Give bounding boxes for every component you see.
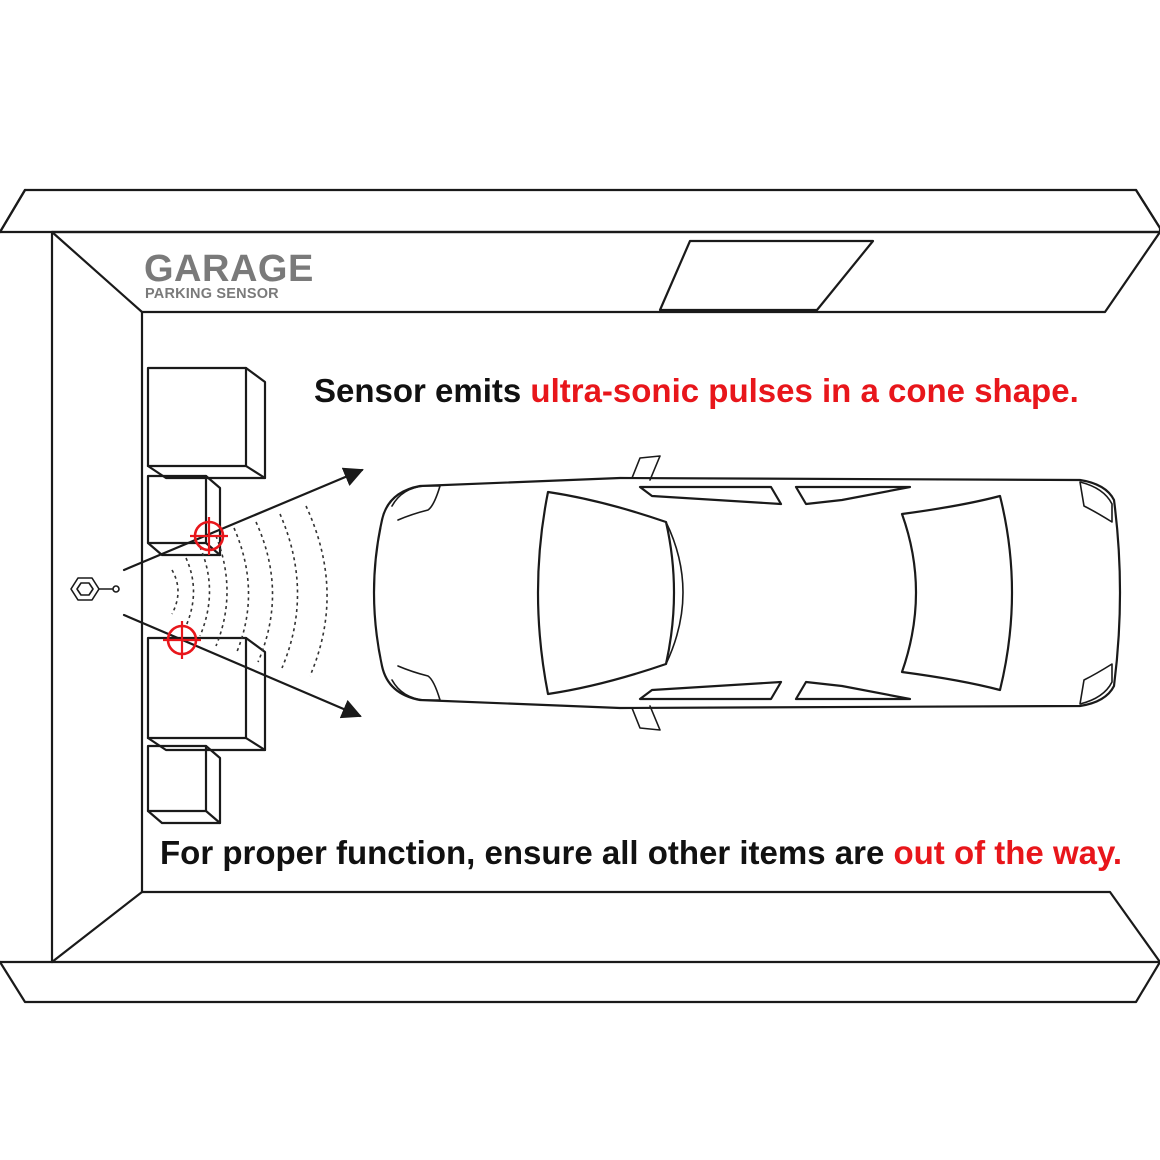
taillight-top bbox=[1079, 481, 1113, 523]
caption-top: Sensor emits ultra-sonic pulses in a con… bbox=[314, 372, 1079, 409]
garage-door bbox=[658, 239, 875, 312]
crosshair-target-icon-upper bbox=[190, 517, 228, 555]
box-4 bbox=[146, 744, 222, 825]
caption-top-highlight: ultra-sonic pulses in a cone shape. bbox=[530, 372, 1078, 409]
front-window-bottom bbox=[638, 680, 783, 701]
ultrasonic-waves bbox=[171, 505, 328, 677]
headlight-left-top bbox=[391, 485, 441, 521]
top-wall-lower-edge bbox=[50, 230, 1160, 314]
bottom-wall-cap bbox=[0, 960, 1160, 1004]
rear-window-bottom bbox=[794, 680, 912, 701]
taillight-bottom bbox=[1079, 663, 1113, 705]
bottom-left-corner bbox=[50, 890, 144, 964]
top-wall-left-bevel bbox=[0, 188, 27, 234]
arrow-icon-lower bbox=[122, 613, 362, 719]
logo: GARAGE PARKING SENSOR bbox=[144, 248, 314, 302]
mirror-bottom bbox=[631, 705, 661, 731]
bottom-wall-upper-edge bbox=[140, 890, 1160, 964]
sensor-icon bbox=[70, 577, 120, 601]
logo-title: GARAGE bbox=[144, 248, 314, 290]
storage-boxes bbox=[146, 366, 267, 825]
caption-top-plain: Sensor emits bbox=[314, 372, 530, 409]
box-1 bbox=[146, 366, 267, 480]
caption-bottom: For proper function, ensure all other it… bbox=[160, 834, 1122, 871]
arrow-icon-upper bbox=[122, 467, 364, 572]
windshield bbox=[536, 490, 676, 696]
top-wall-right-bevel bbox=[1134, 188, 1160, 230]
logo-subtitle: PARKING SENSOR bbox=[145, 286, 279, 302]
caption-bottom-highlight: out of the way. bbox=[893, 834, 1122, 871]
hood-line bbox=[665, 521, 684, 665]
car bbox=[372, 455, 1122, 731]
box-3 bbox=[146, 636, 267, 752]
car-body bbox=[372, 476, 1122, 710]
top-wall-cap bbox=[0, 188, 1160, 234]
rear-window bbox=[900, 494, 1014, 692]
front-window-top bbox=[638, 485, 783, 506]
headlight-left-bottom bbox=[391, 665, 441, 701]
crosshair-target-icon-lower bbox=[163, 621, 201, 659]
caption-bottom-plain: For proper function, ensure all other it… bbox=[160, 834, 893, 871]
rear-window-top bbox=[794, 485, 912, 506]
mirror-top bbox=[631, 455, 661, 481]
garage-walls bbox=[0, 188, 1160, 1004]
